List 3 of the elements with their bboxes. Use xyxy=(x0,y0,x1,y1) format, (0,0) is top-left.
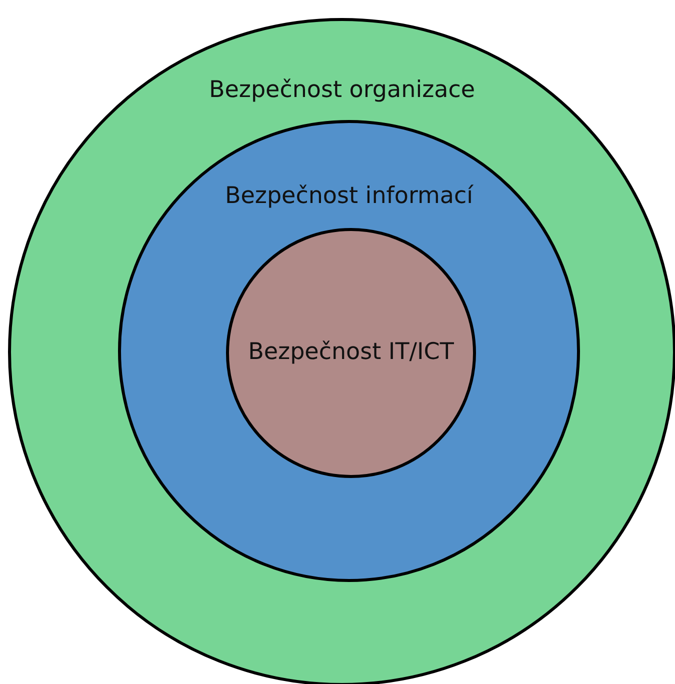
zone-label: Bezpečnost informací xyxy=(224,183,474,209)
zone-label: Bezpečnost IT/ICT xyxy=(248,339,454,365)
zone-label: Bezpečnost organizace xyxy=(208,77,476,103)
